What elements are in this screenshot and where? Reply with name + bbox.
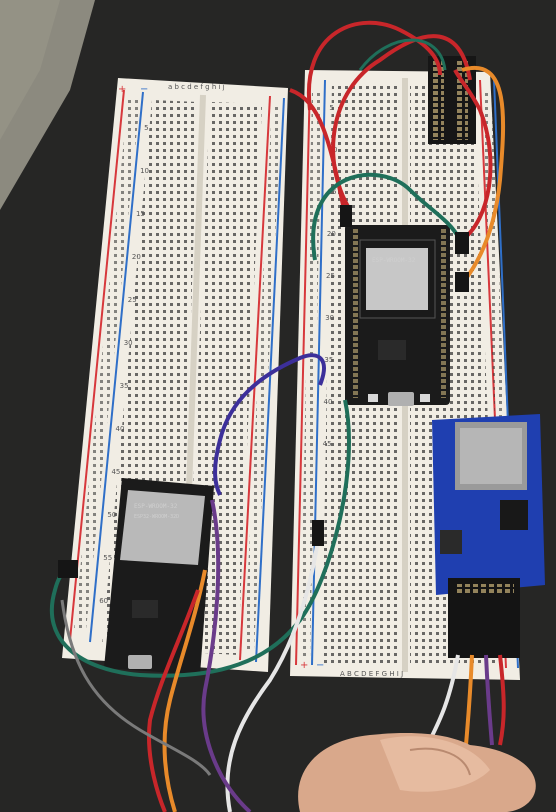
esp32-top-module-text: ESP-WROOM-32 — [372, 257, 416, 264]
row-number-label: 5 — [329, 104, 333, 112]
jumper-wires — [49, 20, 506, 812]
orange-wire-bottom — [162, 569, 207, 812]
row-number-label: 50 — [107, 511, 116, 519]
purple-wire-bottom — [201, 499, 252, 812]
red-wire-bottom — [147, 589, 200, 812]
sd-wire-purple — [484, 654, 494, 746]
hand — [298, 733, 536, 812]
sd-card-module — [432, 414, 545, 658]
esp32-board-top: ESP-WROOM-32 — [345, 225, 450, 406]
row-number-label: 55 — [103, 554, 112, 562]
white-wire-right — [225, 539, 320, 812]
green-wire-long — [49, 399, 351, 678]
left-board-minus-sign: − — [140, 84, 148, 95]
right-board-minus-sign: − — [316, 660, 324, 671]
usb-port-top — [388, 392, 414, 406]
row-number-label: 20 — [132, 253, 141, 261]
esp32-bottom-module-text: ESP-WROOM-32 — [134, 503, 178, 510]
esp32-bottom-module-subtext: ESP32-WROOM-32D — [134, 514, 179, 520]
green-wire-top — [358, 38, 447, 71]
row-number-label: 60 — [99, 597, 108, 605]
right-board-plus-sign: + — [300, 660, 308, 671]
row-number-label: 30 — [325, 314, 334, 322]
right-board-column-letters: A B C D E F G H I J — [340, 670, 403, 678]
left-board-column-letters: a b c d e f g h i j — [168, 83, 225, 91]
blue-purple-wire — [213, 353, 326, 496]
row-number-label: 45 — [111, 468, 120, 476]
sd-wire-red — [498, 654, 506, 746]
row-number-label: 35 — [324, 356, 333, 364]
gray-wire-bottom — [60, 599, 212, 776]
sd-wire-orange — [464, 654, 474, 746]
red-wire-right — [453, 69, 493, 242]
sd-wire-white — [428, 654, 460, 741]
row-number-label: 40 — [324, 398, 333, 406]
row-number-label: 30 — [124, 339, 133, 347]
red-wire-top — [306, 20, 442, 111]
left-board-plus-sign: + — [118, 84, 126, 95]
row-number-label: 25 — [128, 296, 137, 304]
row-number-label: 15 — [328, 188, 337, 196]
green-wire-mid — [311, 172, 462, 261]
row-number-label: 5 — [144, 124, 148, 132]
red-wire-side — [289, 88, 347, 216]
row-number-label: 25 — [326, 272, 335, 280]
row-number-label: 40 — [116, 425, 125, 433]
row-number-label: 35 — [120, 382, 129, 390]
row-number-label: 20 — [327, 230, 336, 238]
row-number-label: 15 — [136, 210, 145, 218]
row-number-label: 10 — [140, 167, 149, 175]
esp32-board-bottom: ESP-WROOM-32 ESP32-WROOM-32D — [104, 478, 214, 675]
orange-wire-top — [461, 65, 506, 282]
left-board-row-numbers: 5 10 15 20 25 30 35 40 45 50 55 60 — [99, 124, 149, 605]
row-number-label: 45 — [323, 440, 332, 448]
usb-port-bottom — [128, 655, 152, 669]
